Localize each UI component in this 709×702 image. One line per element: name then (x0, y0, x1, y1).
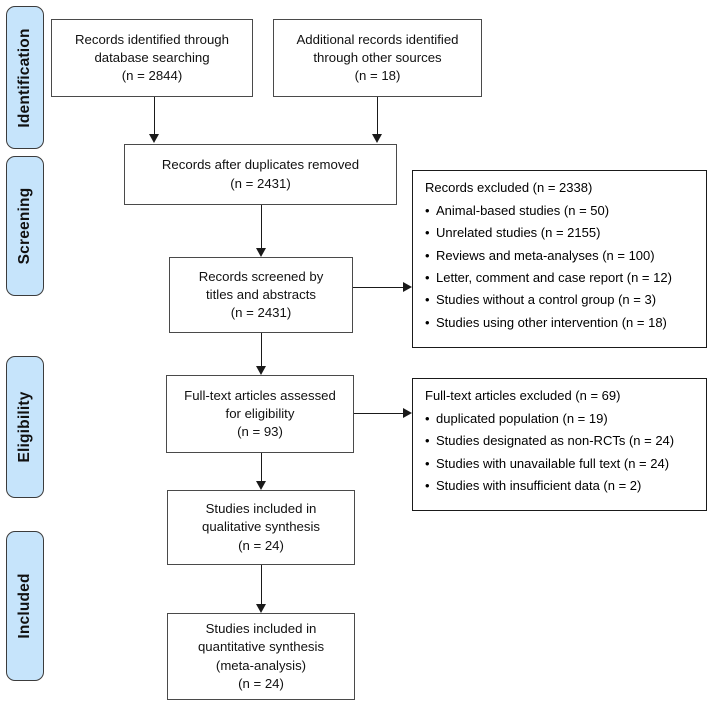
bullet-icon: • (425, 292, 430, 308)
exclusion-item: • Reviews and meta-analyses (n = 100) (425, 248, 696, 265)
stage-label-identification: Identification (16, 27, 33, 128)
node-line: (n = 93) (237, 424, 283, 440)
connector-identified-other-to-duplicates (377, 97, 378, 134)
connector-screened-to-fulltext (261, 333, 262, 366)
exclusion-heading: Records excluded (n = 2338) (425, 180, 593, 195)
node-line: Records identified through (75, 31, 229, 47)
exclusion-item-label: Letter, comment and case report (n = 12) (436, 270, 672, 286)
arrowhead-duplicates-to-screened (256, 248, 266, 257)
node-line: (n = 24) (238, 675, 284, 691)
bullet-icon: • (425, 433, 430, 449)
bullet-icon: • (425, 478, 430, 494)
node-line: titles and abstracts (206, 286, 316, 302)
exclusion-item: • duplicated population (n = 19) (425, 411, 696, 428)
arrowhead-fulltext-to-qualitative (256, 481, 266, 490)
exclusion-item-label: Studies designated as non-RCTs (n = 24) (436, 433, 675, 449)
exclusion-item-label: Studies without a control group (n = 3) (436, 292, 657, 308)
exclusion-box-fulltext-excluded: Full-text articles excluded (n = 69) • du… (412, 378, 707, 511)
node-records-after-duplicates-removed: Records after duplicates removed (n = 24… (124, 144, 397, 205)
connector-duplicates-to-screened (261, 205, 262, 249)
bullet-icon: • (425, 225, 430, 241)
node-line: quantitative synthesis (197, 639, 325, 655)
connector-fulltext-to-fulltext-excluded (354, 413, 404, 414)
arrowhead-identified-db-to-duplicates (149, 134, 159, 143)
node-line: qualitative synthesis (201, 519, 321, 535)
connector-fulltext-to-qualitative (261, 453, 262, 481)
connector-qualitative-to-quantitative (261, 565, 262, 605)
node-line: Full-text articles assessed (184, 387, 336, 403)
exclusion-item-label: Reviews and meta-analyses (n = 100) (436, 247, 655, 263)
arrowhead-screened-to-fulltext (256, 366, 266, 375)
exclusion-heading: Full-text articles excluded (n = 69) (425, 388, 621, 403)
bullet-icon: • (425, 314, 430, 330)
node-line: through other sources (313, 49, 442, 65)
bullet-icon: • (425, 202, 430, 218)
node-line: (n = 24) (238, 537, 284, 553)
exclusion-item-label: Unrelated studies (n = 2155) (436, 225, 601, 241)
connector-identified-db-to-duplicates (154, 97, 155, 134)
exclusion-item: • Studies without a control group (n = 3) (425, 292, 696, 309)
stage-bar-screening: Screening (6, 156, 44, 296)
exclusion-item: • Animal-based studies (n = 50) (425, 203, 696, 220)
node-records-identified-database: Records identified through database sear… (51, 19, 253, 97)
node-line: for eligibility (225, 405, 295, 421)
exclusion-item-label: duplicated population (n = 19) (436, 410, 608, 426)
arrowhead-screened-to-records-excluded (403, 282, 412, 292)
exclusion-item: • Letter, comment and case report (n = 12… (425, 270, 696, 287)
connector-screened-to-records-excluded (353, 287, 404, 288)
node-line: Additional records identified (296, 31, 459, 47)
node-studies-qualitative-synthesis: Studies included in qualitative synthesi… (167, 490, 355, 565)
exclusion-item: • Unrelated studies (n = 2155) (425, 225, 696, 242)
node-fulltext-articles-assessed: Full-text articles assessed for eligibil… (166, 375, 354, 453)
stage-label-included: Included (16, 573, 33, 639)
exclusion-item: • Studies with unavailable full text (n =… (425, 456, 696, 473)
node-records-screened: Records screened by titles and abstracts… (169, 257, 353, 333)
arrowhead-qualitative-to-quantitative (256, 604, 266, 613)
exclusion-item-label: Animal-based studies (n = 50) (436, 202, 610, 218)
exclusion-item-label: Studies with insufficient data (n = 2) (436, 478, 642, 494)
node-line: Studies included in (205, 501, 317, 517)
node-line: Records after duplicates removed (161, 157, 360, 173)
exclusion-item: • Studies using other intervention (n = 1… (425, 315, 696, 332)
arrowhead-fulltext-to-fulltext-excluded (403, 408, 412, 418)
bullet-icon: • (425, 270, 430, 286)
node-line: (meta-analysis) (215, 657, 307, 673)
node-line: (n = 2431) (230, 175, 291, 191)
bullet-icon: • (425, 410, 430, 426)
exclusion-item-label: Studies using other intervention (n = 18… (436, 314, 667, 330)
node-line: (n = 2844) (121, 68, 183, 84)
node-studies-quantitative-synthesis: Studies included in quantitative synthes… (167, 613, 355, 700)
stage-bar-included: Included (6, 531, 44, 681)
exclusion-item: • Studies with insufficient data (n = 2) (425, 478, 696, 495)
stage-label-eligibility: Eligibility (16, 391, 33, 463)
exclusion-item-label: Studies with unavailable full text (n = … (436, 455, 670, 471)
stage-label-screening: Screening (16, 187, 33, 265)
node-line: database searching (94, 49, 210, 65)
node-line: Studies included in (205, 621, 317, 637)
bullet-icon: • (425, 455, 430, 471)
stage-bar-eligibility: Eligibility (6, 356, 44, 498)
node-line: (n = 2431) (230, 305, 292, 321)
arrowhead-identified-other-to-duplicates (372, 134, 382, 143)
stage-bar-identification: Identification (6, 6, 44, 149)
exclusion-box-records-excluded: Records excluded (n = 2338) • Animal-base… (412, 170, 707, 348)
node-additional-records-other-sources: Additional records identified through ot… (273, 19, 482, 97)
exclusion-item: • Studies designated as non-RCTs (n = 24) (425, 433, 696, 450)
bullet-icon: • (425, 247, 430, 263)
node-line: (n = 18) (354, 68, 401, 84)
node-line: Records screened by (198, 268, 324, 284)
